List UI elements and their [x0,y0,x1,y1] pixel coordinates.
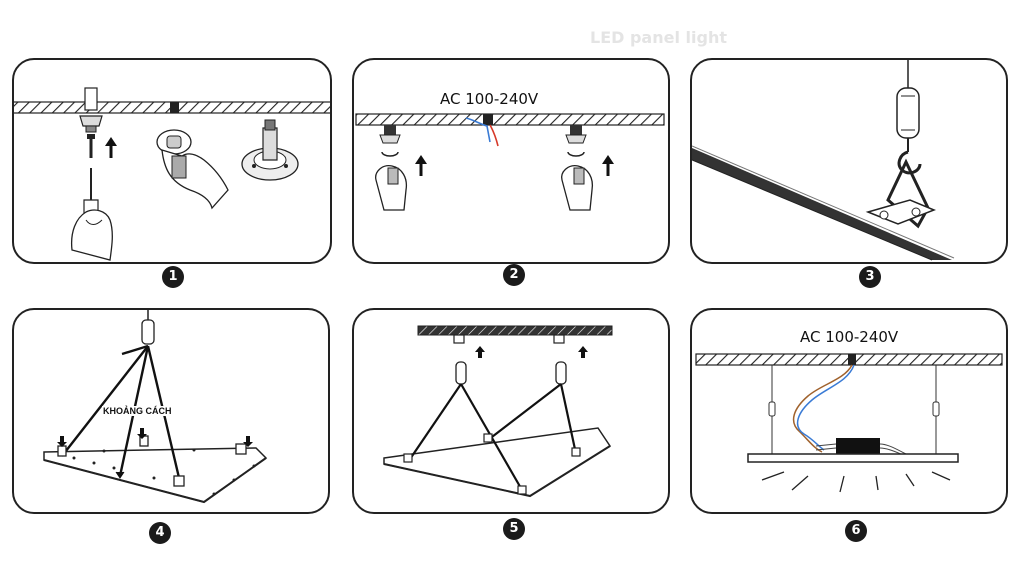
step-2-drawing [355,113,665,211]
screw [87,134,95,158]
supply-voltage-label: AC 100-240V [800,328,899,346]
right-fitting [561,125,594,211]
step-3-panel [690,58,1008,264]
panel-edge [692,145,955,261]
step-4-panel: KHOẢNG CÁCH [12,308,330,514]
ceiling-fittings [453,334,565,344]
ceiling-anchor [170,102,179,113]
ceiling [417,325,613,336]
up-arrow-icon [415,155,427,176]
ceiling [355,113,665,126]
step-1-panel [12,58,332,264]
wire-grippers [768,401,940,417]
step-6-number: 6 [845,520,867,542]
supply-cable [792,364,855,453]
expansion-plug [79,87,103,133]
junction [483,114,493,125]
wire-gripper [141,319,155,345]
supply-wire-blue [465,117,491,143]
up-arrow-icon [602,155,614,176]
down-arrow-icons [57,428,253,447]
faint-watermark: LED panel light [590,28,727,47]
mounting-bracket [865,199,937,225]
step-2-panel: AC 100-240V [352,58,670,264]
wire-gripper [896,87,920,152]
up-arrow-icons [475,346,588,358]
led-panel [747,453,959,463]
left-fitting [375,125,408,211]
step-3-drawing [692,60,955,261]
supply-wire-red [489,124,499,147]
step-5-drawing [383,325,613,498]
step-6-panel: AC 100-240V [690,308,1008,514]
distance-arrow-icon [115,471,125,479]
step-5-panel [352,308,670,514]
light-rays [761,471,951,493]
wire-grippers [455,361,567,385]
supply-voltage-label: AC 100-240V [440,90,539,108]
led-panel [43,447,268,504]
step-1-drawing [14,87,330,261]
screwdriver [70,168,113,261]
led-panel [383,427,612,498]
up-arrow-icon [105,137,117,158]
ceiling-fitting [241,119,299,181]
step-5-number: 5 [503,518,525,540]
junction [848,354,856,365]
step-6-drawing [695,353,1003,493]
step-2-number: 2 [503,264,525,286]
step-3-number: 3 [859,266,881,288]
edge-dots [72,448,256,496]
panel-hangers [403,433,581,495]
hook [886,150,930,229]
step-1-number: 1 [162,266,184,288]
distance-label: KHOẢNG CÁCH [102,406,173,416]
step-4-number: 4 [149,522,171,544]
hand-with-fitting [156,129,229,210]
